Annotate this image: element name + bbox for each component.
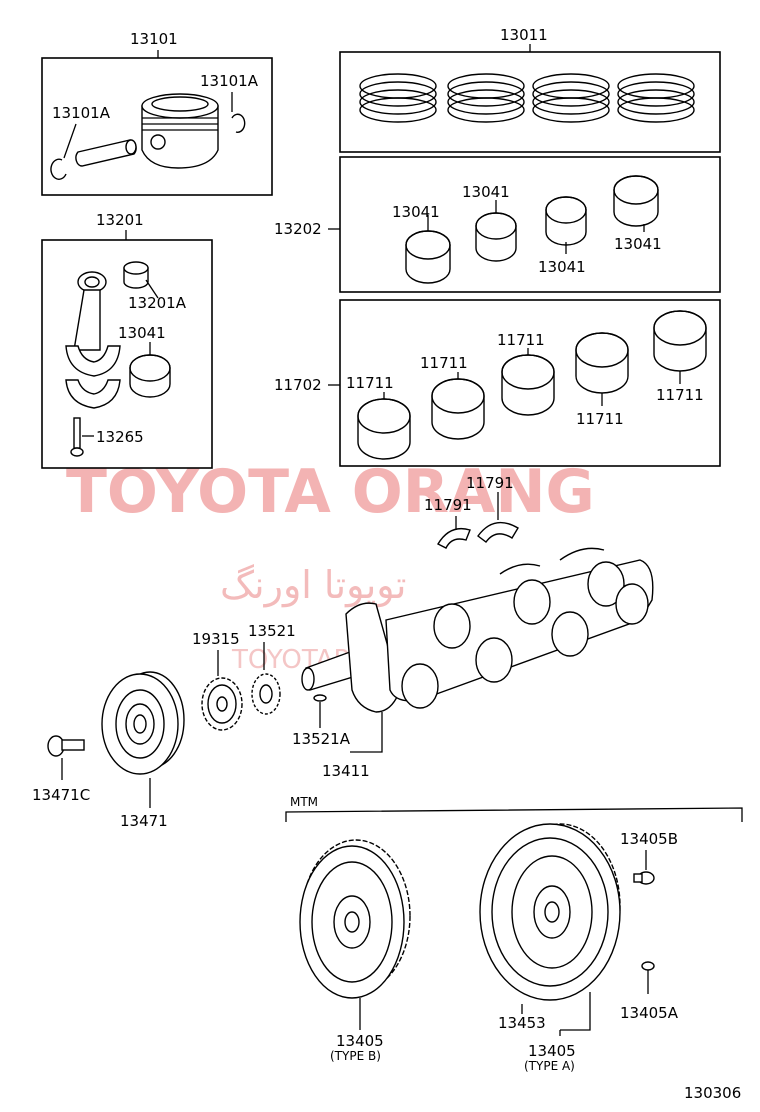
rod-box xyxy=(41,239,213,469)
rings-box xyxy=(339,51,721,153)
label-flywheel-a-type: (TYPE A) xyxy=(524,1059,575,1073)
pulley-bolt-icon xyxy=(47,735,85,757)
thrust-washer-icon xyxy=(437,492,519,549)
rod-bushing-icon xyxy=(123,261,159,299)
label-main-bearing-set: 11702 xyxy=(274,376,322,394)
label-flywheel-b: 13405 xyxy=(336,1032,384,1050)
main-bearing-shells-icon xyxy=(357,310,707,460)
rod-bearing-shell-icon xyxy=(129,342,171,398)
label-rod-bearing-1: 13041 xyxy=(392,203,440,221)
label-flywheel-ring: 13453 xyxy=(498,1014,546,1032)
flywheel-pin-icon xyxy=(641,961,655,994)
label-main-bearing-5: 11711 xyxy=(656,386,704,404)
label-rod-bearing: 13041 xyxy=(118,324,166,342)
snap-ring-right-icon xyxy=(231,92,246,133)
label-crank-sprocket: 19315 xyxy=(192,630,240,648)
label-crankshaft: 13411 xyxy=(322,762,370,780)
main-bearing-box xyxy=(339,299,721,467)
flywheel-bolt-icon xyxy=(633,871,655,885)
label-rod-bushing: 13201A xyxy=(128,294,187,312)
crankshaft-icon xyxy=(301,547,654,713)
piston-ring-set-icon xyxy=(359,73,695,123)
rod-bearing-shells-icon xyxy=(405,175,659,284)
watermark-persian: تویوتا اورنگ xyxy=(220,563,407,608)
connecting-rod-icon xyxy=(65,271,121,409)
label-mtm: MTM xyxy=(290,795,318,809)
label-rod-bearing-4: 13041 xyxy=(614,235,662,253)
piston-pin-icon xyxy=(75,139,137,167)
label-flywheel-b-type: (TYPE B) xyxy=(330,1049,381,1063)
label-flywheel-bolt: 13405B xyxy=(620,830,678,848)
label-flywheel-pin: 13405A xyxy=(620,1004,679,1022)
label-rings: 13011 xyxy=(500,26,548,44)
crank-key-icon xyxy=(313,694,327,728)
label-piston: 13101 xyxy=(130,30,178,48)
diagram-id: 130306 xyxy=(684,1084,741,1102)
piston-icon xyxy=(141,93,219,169)
piston-box xyxy=(41,57,273,196)
crank-pulley-icon xyxy=(101,671,185,775)
label-flywheel-a: 13405 xyxy=(528,1042,576,1060)
flywheel-type-b-icon xyxy=(299,839,411,999)
label-main-bearing-2: 11711 xyxy=(420,354,468,372)
label-main-bearing-4: 11711 xyxy=(576,410,624,428)
label-thrust-right: 11791 xyxy=(466,474,514,492)
rod-bearing-box xyxy=(339,156,721,293)
label-rod-bearing-2: 13041 xyxy=(462,183,510,201)
label-crank-key: 13521A xyxy=(292,730,351,748)
label-pulley-bolt: 13471C xyxy=(32,786,90,804)
label-crank-gear: 13521 xyxy=(248,622,296,640)
label-rod-bolt: 13265 xyxy=(96,428,144,446)
crank-sprocket-icon xyxy=(201,677,243,731)
label-rod-bearing-set: 13202 xyxy=(274,220,322,238)
flywheel-type-a-icon xyxy=(479,823,621,1001)
label-rod: 13201 xyxy=(96,211,144,229)
label-main-bearing-3: 11711 xyxy=(497,331,545,349)
label-piston-snap-right: 13101A xyxy=(200,72,259,90)
label-pulley: 13471 xyxy=(120,812,168,830)
label-main-bearing-1: 11711 xyxy=(346,374,394,392)
label-rod-bearing-3: 13041 xyxy=(538,258,586,276)
crank-gear-icon xyxy=(251,673,281,715)
label-piston-snap-left: 13101A xyxy=(52,104,111,122)
label-thrust-left: 11791 xyxy=(424,496,472,514)
snap-ring-left-icon xyxy=(50,123,77,180)
rod-bolt-icon xyxy=(70,417,94,457)
